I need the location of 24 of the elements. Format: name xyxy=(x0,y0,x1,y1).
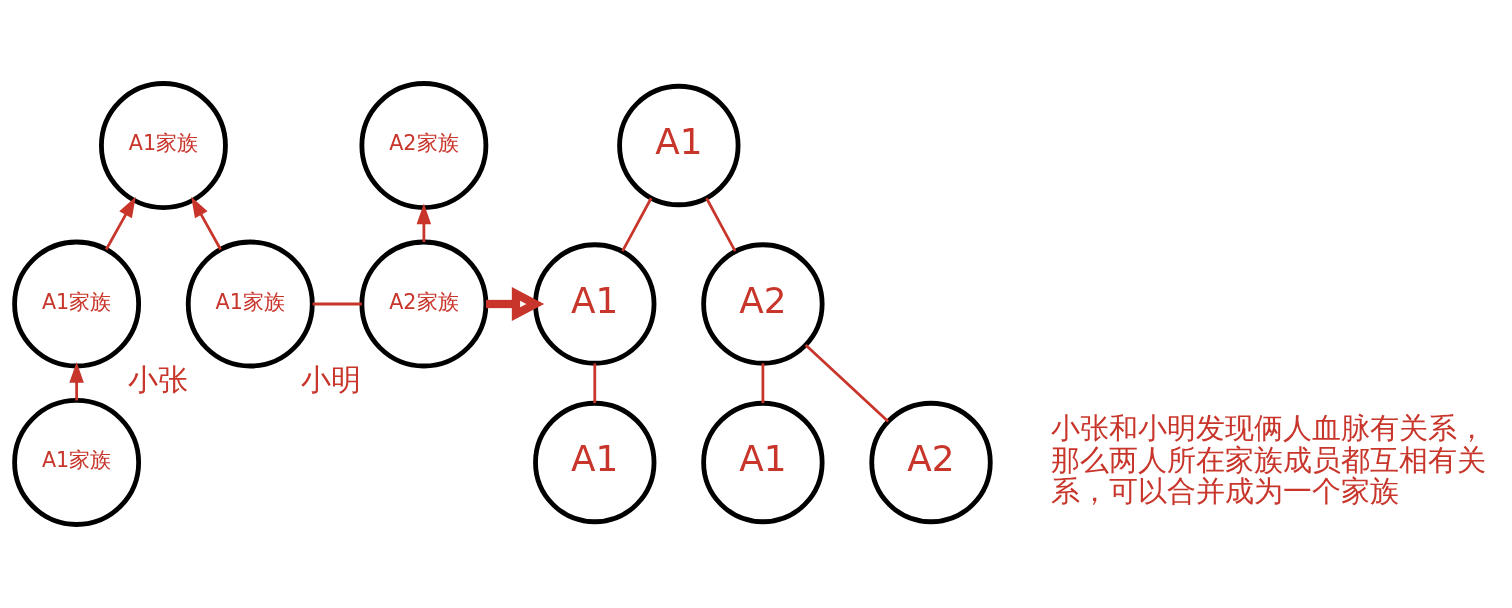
connector xyxy=(312,302,362,306)
arrow xyxy=(191,196,222,251)
connector xyxy=(593,363,597,404)
node-circle: A1家族 xyxy=(12,239,142,369)
node-circle: A2家族 xyxy=(359,239,489,369)
connector xyxy=(804,344,890,423)
node-circle: A1家族 xyxy=(99,81,228,210)
node-circle: A1家族 xyxy=(185,239,315,369)
connector xyxy=(621,197,653,252)
label: 小张和小明发现俩人血脉有关系，那么两人所在家族成员都互相有关系，可以合并成为一个家族 xyxy=(1050,411,1486,509)
node-circle: A2 xyxy=(701,242,825,366)
node-circle: A2家族 xyxy=(359,81,489,210)
node-circle: A1 xyxy=(701,400,825,525)
node-circle: A1 xyxy=(533,242,657,366)
arrow xyxy=(105,196,136,251)
arrow xyxy=(485,287,545,321)
node-circle: A2 xyxy=(869,400,993,525)
arrow xyxy=(69,361,84,401)
connector xyxy=(705,197,737,252)
node-circle: A1 xyxy=(533,400,657,525)
node-circle: A1家族 xyxy=(12,398,142,527)
node-circle: A1 xyxy=(617,83,741,208)
connector xyxy=(761,363,765,404)
arrow xyxy=(416,203,432,242)
